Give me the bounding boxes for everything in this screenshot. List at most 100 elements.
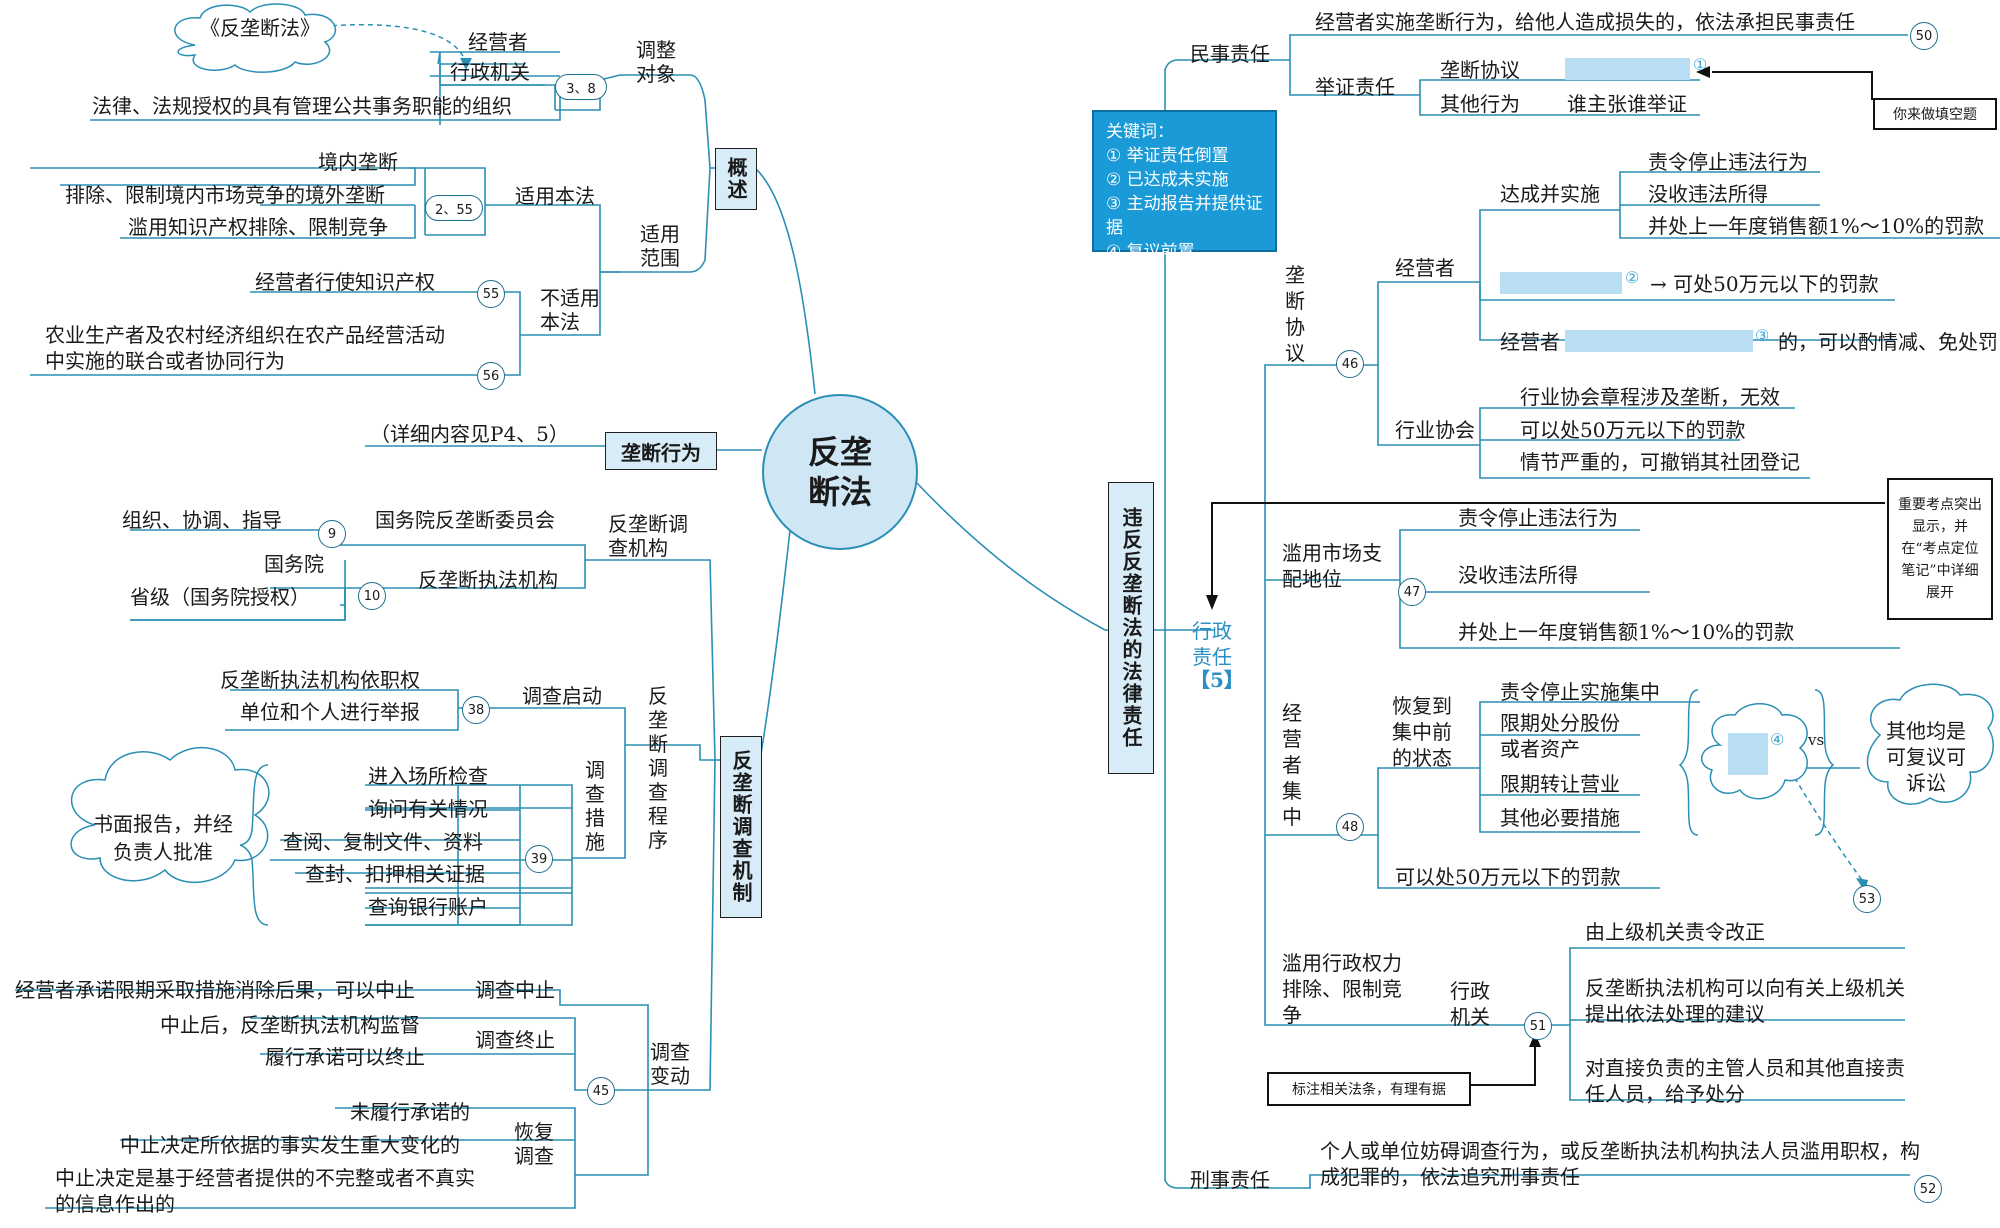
- notapply-ref-55: 55: [477, 280, 505, 308]
- restore-label: 恢复到集中前的状态: [1392, 694, 1452, 770]
- admin-power-item-suggest: 反垄断执法机构可以向有关上级机关提出依法处理的建议: [1585, 976, 1905, 1026]
- assoc-item-revoke: 情节严重的，可撤销其社团登记: [1520, 450, 1800, 474]
- center-title-line1: 反垄: [807, 433, 872, 471]
- assoc-item-fine: 可以处50万元以下的罚款: [1520, 418, 1746, 442]
- cloud-law-label: 《反垄断法》: [200, 16, 320, 40]
- start-item-report: 单位和个人进行举报: [240, 700, 420, 724]
- agreement-label: 垄断协议: [1285, 263, 1305, 365]
- resume-item-false-info: 中止决定是基于经营者提供的不完整或者不真实的信息作出的: [55, 1166, 475, 1216]
- reached-item-fine: 并处上一年度销售额1%～10%的罚款: [1648, 214, 1985, 238]
- terminate-label: 调查终止: [475, 1028, 555, 1052]
- adjust-label: 调整对象: [636, 38, 676, 86]
- blank-4[interactable]: [1728, 733, 1768, 775]
- notapply-item-agri: 农业生产者及农村经济组织在农产品经营活动中实施的联合或者协同行为: [45, 323, 445, 373]
- restore-item-other: 其他必要措施: [1500, 806, 1620, 830]
- notapply-item-ip: 经营者行使知识产权: [255, 270, 435, 294]
- admin-org-label: 行政机关: [1450, 979, 1490, 1029]
- assoc-item-invalid: 行业协会章程涉及垄断，无效: [1520, 385, 1780, 409]
- law-note: 标注相关法条，有理有据: [1267, 1072, 1471, 1106]
- scope-label: 适用范围: [640, 222, 680, 270]
- keyword-3: ③ 主动报告并提供证据: [1106, 194, 1263, 238]
- resume-item-change: 中止决定所依据的事实发生重大变化的: [120, 1133, 460, 1157]
- measure-ref: 39: [525, 845, 553, 873]
- blank-3-prefix: 经营者: [1500, 330, 1560, 354]
- measure-item-enter: 进入场所检查: [368, 764, 488, 788]
- start-label: 调查启动: [522, 684, 602, 708]
- behavior-detail: （详细内容见P4、5）: [370, 422, 569, 446]
- fill-note: 你来做填空题: [1873, 98, 1997, 130]
- keywords-panel: 关键词： ① 举证责任倒置 ② 已达成未实施 ③ 主动报告并提供证据 ④ 复议前…: [1092, 110, 1277, 262]
- keyword-4: ④ 复议前置: [1106, 242, 1195, 262]
- adjust-item-org: 法律、法规授权的具有管理公共事务职能的组织: [92, 94, 512, 118]
- blank-3-marker: ③: [1755, 326, 1770, 345]
- civil-item: 经营者实施垄断行为，给他人造成损失的，依法承担民事责任: [1315, 10, 1855, 34]
- blank-3[interactable]: [1565, 330, 1753, 352]
- restore-item-stop: 责令停止实施集中: [1500, 680, 1660, 704]
- restore-item-transfer: 限期转让营业: [1500, 772, 1620, 796]
- agency-enforce-province: 省级（国务院授权）: [130, 585, 310, 609]
- apply-label: 适用本法: [515, 184, 595, 208]
- concentration-fine: 可以处50万元以下的罚款: [1395, 865, 1621, 889]
- keyword-1: ① 举证责任倒置: [1106, 146, 1229, 166]
- agency-ref-10: 10: [358, 582, 386, 610]
- start-item-authority: 反垄断执法机构依职权: [220, 668, 420, 692]
- overview-box[interactable]: 概述: [715, 148, 757, 210]
- apply-ref: 2、55: [425, 195, 483, 221]
- adjust-item-operator: 经营者: [468, 30, 528, 54]
- keywords-title: 关键词：: [1106, 122, 1174, 142]
- agency-committee: 国务院反垄断委员会: [375, 508, 555, 532]
- blank-1[interactable]: [1565, 58, 1690, 80]
- admin-power-label: 滥用行政权力排除、限制竞争: [1282, 951, 1402, 1027]
- abuse-label: 滥用市场支配地位: [1282, 541, 1382, 591]
- concentration-label: 经营者集中: [1282, 701, 1302, 829]
- agency-ref-9: 9: [318, 520, 346, 548]
- civil-ref: 50: [1910, 22, 1938, 50]
- center-title-line2: 断法: [807, 473, 872, 511]
- agency-enforce-state: 国务院: [264, 552, 324, 576]
- admin-power-ref: 51: [1524, 1012, 1552, 1040]
- vs-label: vs: [1808, 731, 1825, 749]
- admin-power-item-correct: 由上级机关责令改正: [1585, 920, 1765, 944]
- blank-1-marker: ①: [1693, 55, 1708, 74]
- abuse-item-fine: 并处上一年度销售额1%～10%的罚款: [1458, 620, 1795, 644]
- terminate-item-end: 履行承诺可以终止: [265, 1045, 425, 1069]
- adjust-item-admin: 行政机关: [450, 60, 530, 84]
- admin-ref-label: 【5】: [1190, 668, 1244, 692]
- apply-item-ip: 滥用知识产权排除、限制竞争: [128, 215, 388, 239]
- mechanism-box[interactable]: 反垄断调查机制: [720, 736, 762, 918]
- operator-label: 经营者: [1395, 256, 1455, 280]
- concentration-ref: 48: [1336, 813, 1364, 841]
- measure-cloud-text: 书面报告，并经负责人批准: [93, 812, 233, 864]
- legal-liability-box[interactable]: 违反反垄断法的法律责任: [1108, 482, 1154, 774]
- criminal-item: 个人或单位妨碍调查行为，或反垄断执法机构执法人员滥用职权，构成犯罪的，依法追究刑…: [1320, 1139, 1920, 1189]
- start-ref: 38: [462, 696, 490, 724]
- admin-power-item-punish: 对直接负责的主管人员和其他直接责任人员，给予处分: [1585, 1056, 1905, 1106]
- abuse-ref: 47: [1398, 578, 1426, 606]
- agency-label: 反垄断调查机构: [608, 512, 688, 560]
- blank-2[interactable]: [1500, 272, 1622, 294]
- proof-other-rule: 谁主张谁举证: [1567, 92, 1687, 116]
- reached-label: 达成并实施: [1500, 182, 1600, 206]
- agency-committee-duty: 组织、协调、指导: [122, 508, 282, 532]
- behavior-box[interactable]: 垄断行为: [605, 432, 717, 470]
- proof-item-agreement: 垄断协议: [1440, 58, 1520, 82]
- measure-item-ask: 询问有关情况: [368, 797, 488, 821]
- abuse-item-confiscate: 没收违法所得: [1458, 563, 1578, 587]
- suspend-label: 调查中止: [475, 978, 555, 1002]
- measure-label: 调查措施: [585, 758, 605, 854]
- agreement-ref: 46: [1336, 350, 1364, 378]
- resume-item-notfulfilled: 未履行承诺的: [350, 1100, 470, 1124]
- notapply-ref-56: 56: [477, 362, 505, 390]
- blank-4-marker: ④: [1770, 730, 1785, 749]
- resume-label: 恢复调查: [514, 1120, 554, 1168]
- center-topic[interactable]: 反垄 断法: [762, 394, 918, 550]
- blank-3-result: 的，可以酌情减、免处罚: [1778, 330, 1998, 354]
- reached-item-stop: 责令停止违法行为: [1648, 150, 1808, 174]
- blank-2-marker: ②: [1625, 268, 1640, 287]
- notapply-label: 不适用本法: [540, 286, 600, 334]
- restore-item-dispose: 限期处分股份或者资产: [1500, 711, 1620, 761]
- measure-item-copy: 查阅、复制文件、资料: [283, 830, 483, 854]
- keyword-2: ② 已达成未实施: [1106, 170, 1229, 190]
